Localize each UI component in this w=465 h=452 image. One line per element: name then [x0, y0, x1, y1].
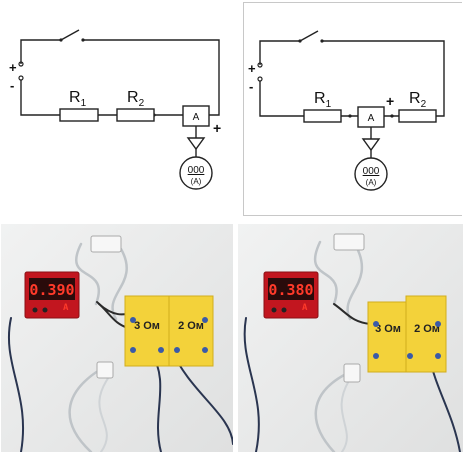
sensor-box-bottom [96, 361, 114, 379]
plus-sign: + [9, 60, 17, 75]
terminal-plus [257, 62, 263, 68]
cable-dark [243, 317, 260, 452]
wire-top [20, 39, 220, 116]
resistor-r2 [398, 109, 437, 123]
minus-sign: - [249, 79, 253, 94]
sensor-box-top [333, 233, 365, 251]
meter-display [29, 278, 75, 300]
readout-value: 000 [188, 165, 205, 176]
switch [299, 30, 319, 42]
meter-display [268, 278, 314, 300]
switch [60, 29, 80, 41]
r1-label: R1 [69, 89, 87, 109]
cable-grey [313, 240, 338, 306]
readout-unit: (A) [191, 177, 202, 186]
r1-label: R1 [314, 90, 332, 110]
circuit-diagram-series: + - R1 R2 A + 000 (A) [3, 2, 233, 216]
board-label-3ohm: 3 Ом [375, 323, 401, 335]
wire-bottom [20, 80, 183, 116]
readout-unit: (A) [366, 178, 377, 187]
terminal-minus [18, 75, 24, 81]
meter-reading: 0.380 [268, 281, 313, 299]
photo-series-setup: 0.390 A 3 Ом 2 Ом [1, 224, 233, 452]
readout-dial [354, 157, 388, 191]
terminal-minus [257, 76, 263, 82]
plus-sign: + [248, 61, 256, 76]
meter-reading: 0.390 [29, 281, 74, 299]
board-label-2ohm: 2 Ом [414, 323, 440, 335]
r2-label: R2 [127, 89, 145, 109]
meter-unit: A [302, 303, 308, 313]
resistor-r1 [59, 108, 99, 122]
probe-triangle [186, 137, 206, 151]
sensor-box-bottom [343, 363, 361, 383]
cable-dark [7, 317, 25, 452]
resistor-board-left [367, 301, 411, 373]
ammeter-label: A [193, 112, 200, 123]
cable-grey [74, 242, 100, 306]
board-label-2ohm: 2 Ом [178, 320, 204, 332]
minus-sign: - [10, 78, 14, 93]
wire-top [259, 40, 445, 117]
meter-unit: A [63, 303, 69, 313]
ammeter-plus: + [213, 120, 221, 136]
sensor-box-top [90, 235, 122, 253]
ammeter-label: A [368, 113, 375, 124]
board-label-3ohm: 3 Ом [134, 320, 160, 332]
photo-middle-ammeter-setup: 0.380 A 3 Ом 2 Ом [238, 224, 463, 452]
circuit-diagram-middle-ammeter: + - R1 R2 A + 000 (A) [243, 2, 462, 216]
readout-value: 000 [363, 166, 380, 177]
readout-dial [179, 156, 213, 190]
r2-label: R2 [409, 90, 427, 110]
resistor-r1 [303, 109, 342, 123]
resistor-board-right [405, 295, 447, 373]
probe-triangle [361, 138, 381, 152]
ammeter-plus: + [386, 93, 394, 109]
resistor-r2 [116, 108, 155, 122]
terminal-plus [18, 61, 24, 67]
